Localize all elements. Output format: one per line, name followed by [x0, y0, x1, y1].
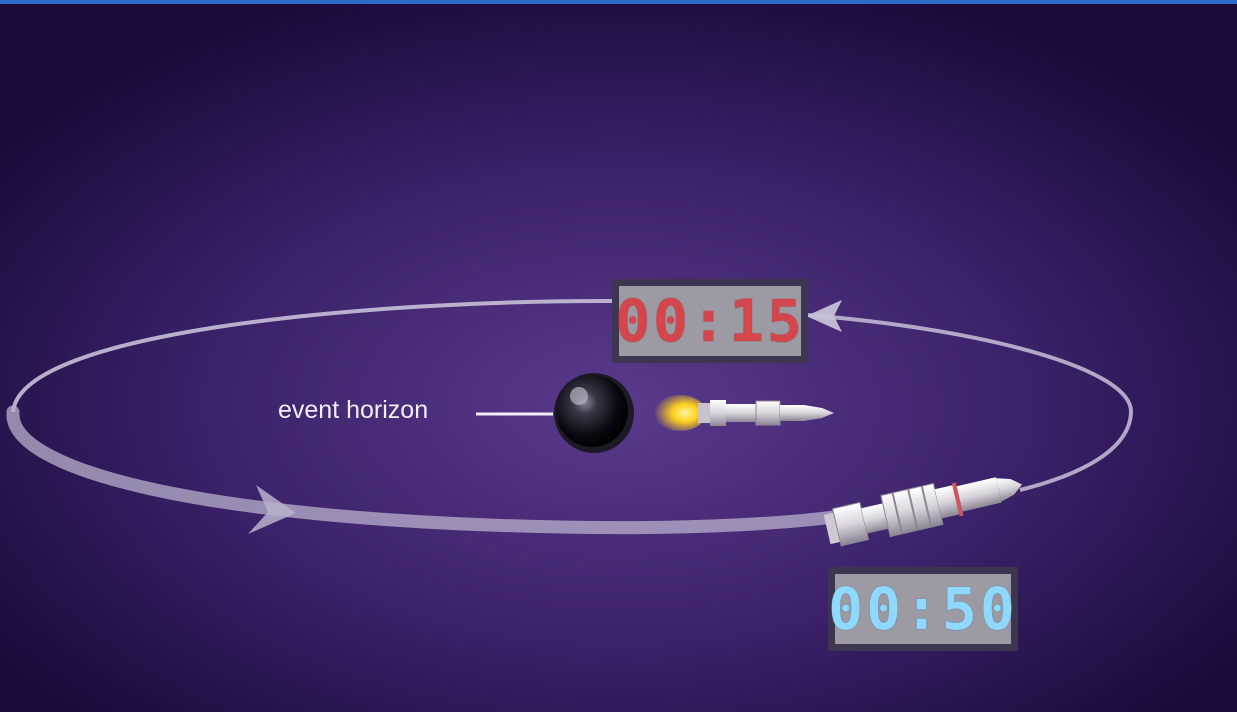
- black-hole: [554, 373, 634, 453]
- orbit-arrow-lower: [248, 485, 296, 534]
- top-border: [0, 0, 1237, 4]
- orbit-path-right: [807, 313, 1134, 492]
- timer-near-horizon: 00:15: [612, 279, 808, 363]
- spaceship-far: [823, 477, 1023, 547]
- timer-near-face: 00:15: [615, 286, 802, 356]
- event-horizon-label: event horizon: [278, 396, 429, 424]
- orbit-path-upper: [11, 298, 616, 413]
- timer-near-value: 00:15: [615, 287, 805, 355]
- timer-far-face: 00:50: [828, 574, 1015, 644]
- timer-far-orbit: 00:50: [828, 567, 1018, 651]
- spaceship-near: [654, 395, 834, 431]
- orbit-path-lower: [6, 405, 847, 535]
- orbit-arrow-upper: [806, 300, 842, 332]
- timer-far-value: 00:50: [828, 575, 1018, 643]
